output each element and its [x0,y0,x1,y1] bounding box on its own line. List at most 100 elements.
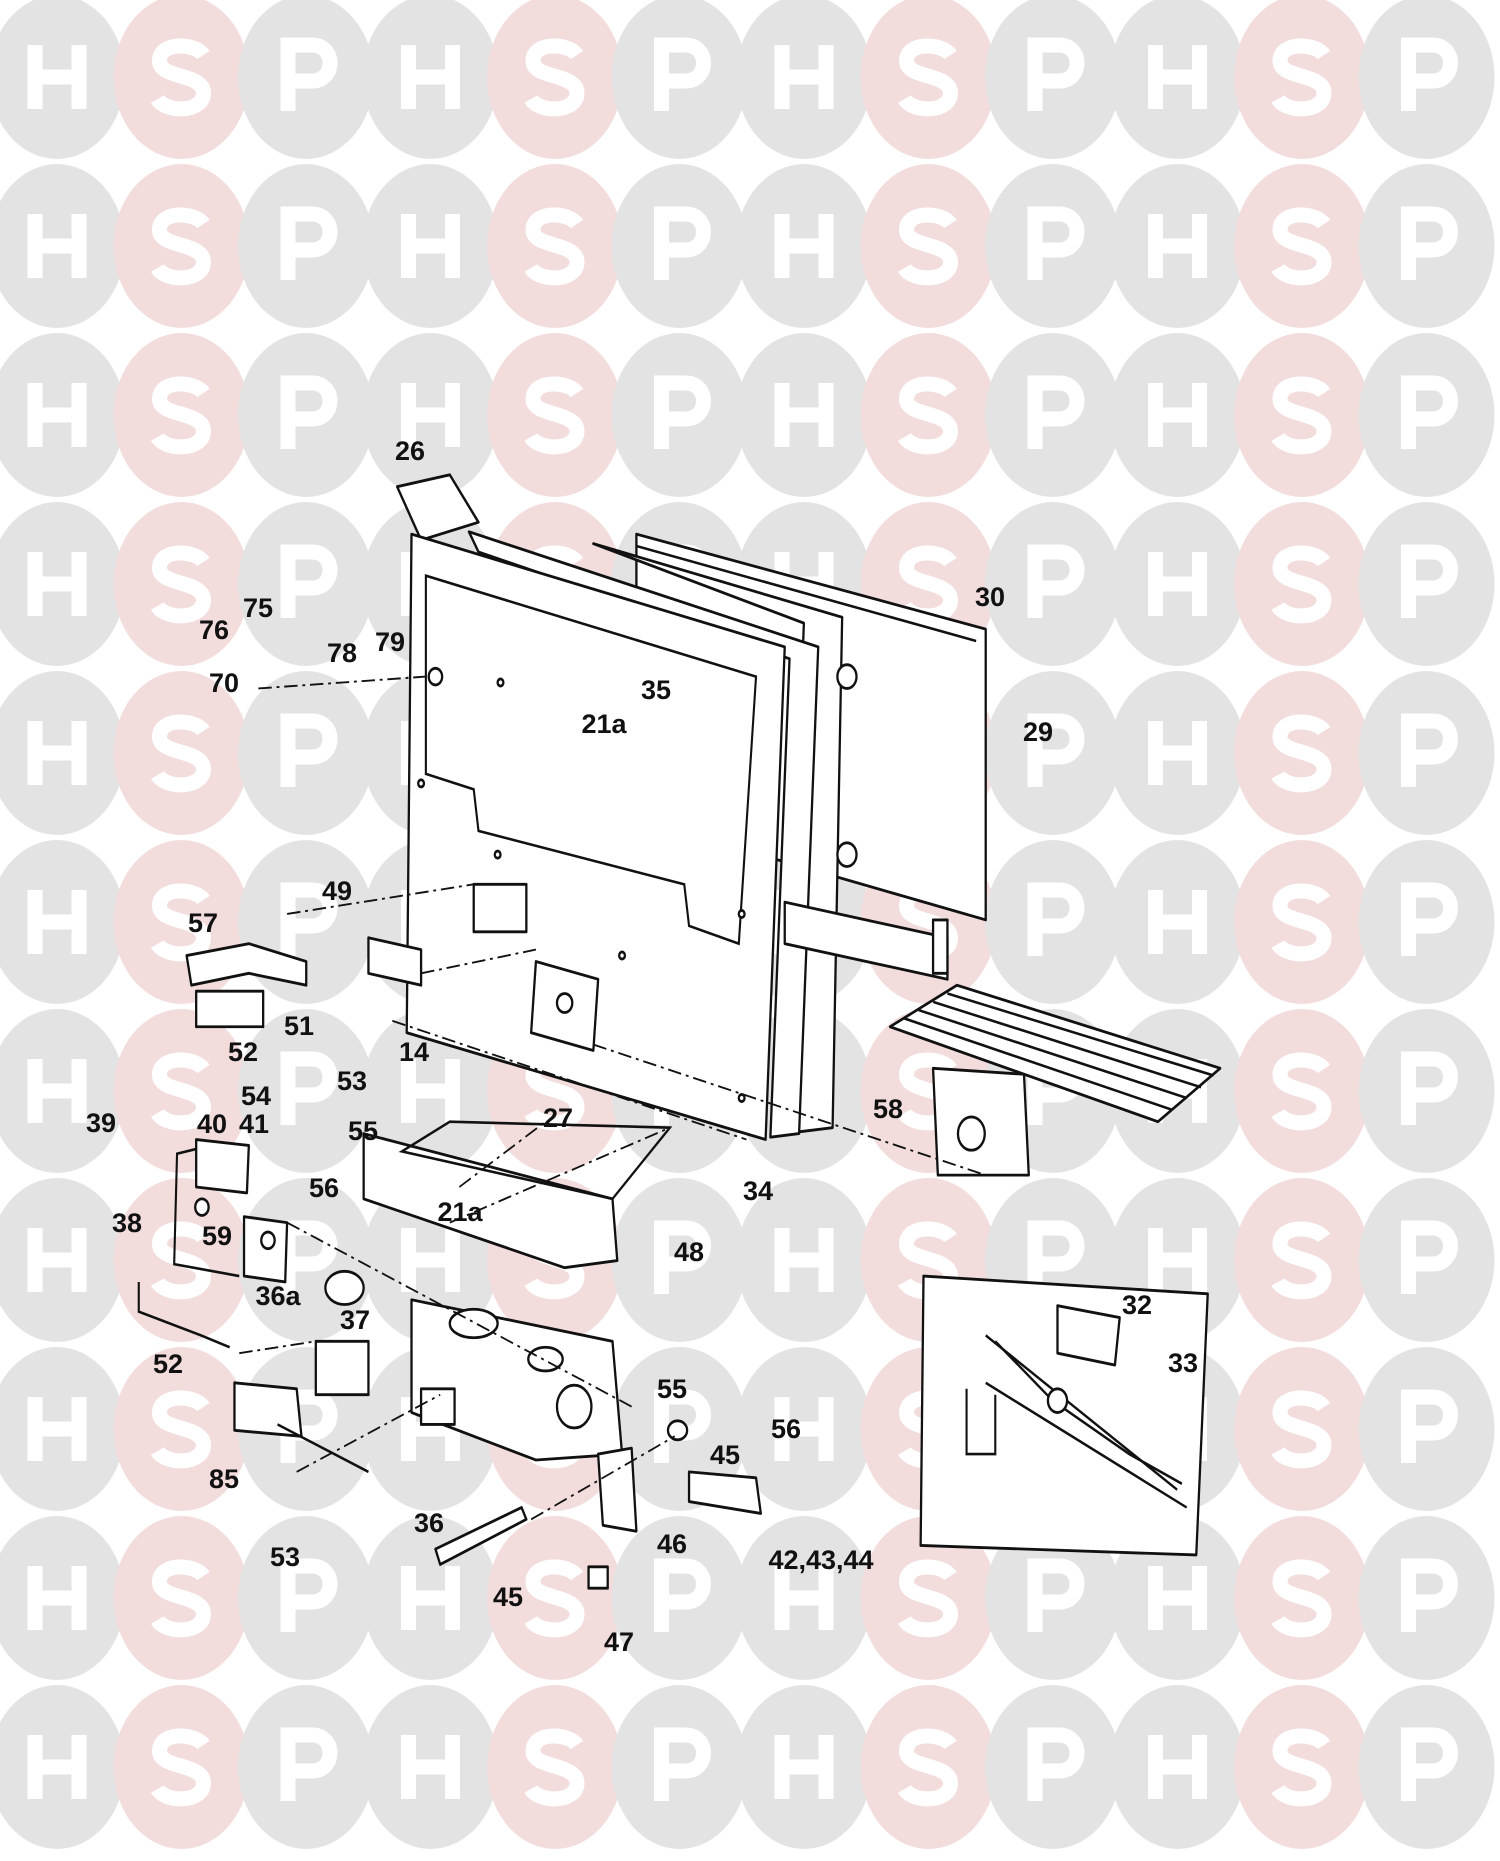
watermark-logo-glyph [1401,1389,1458,1463]
callout-52: 52 [228,1037,258,1067]
callout-53: 53 [337,1066,367,1096]
callout-42-43-44: 42,43,44 [768,1545,873,1575]
fitting-42 [687,1470,762,1515]
watermark-logo-glyph [1148,890,1207,954]
watermark-logo-glyph [401,383,460,447]
watermark-logo-glyph [524,1559,585,1638]
watermark-logo-glyph [401,45,460,109]
watermark-logo-glyph [150,1559,212,1638]
callout-51: 51 [284,1011,314,1041]
watermark-logo-glyph [1027,1220,1085,1294]
watermark-logo-glyph [654,37,711,111]
callout-55: 55 [348,1116,378,1146]
watermark-logo-glyph [280,37,338,111]
watermark-logo-glyph [1271,1052,1332,1131]
watermark-logo-glyph [774,1735,834,1799]
watermark-logo-glyph [1401,375,1458,449]
callout-32: 32 [1122,1290,1152,1320]
watermark-logo-glyph [1401,1051,1458,1125]
watermark-logo-glyph [150,376,212,455]
callout-30: 30 [975,582,1005,612]
watermark-logo-glyph [401,1228,460,1292]
callout-56: 56 [309,1173,339,1203]
watermark-logo-glyph [1401,1727,1458,1801]
watermark-logo-glyph [897,1728,959,1807]
watermark-logo-glyph [1401,882,1458,956]
watermark-logo-glyph [1148,383,1207,447]
callout-59: 59 [202,1221,232,1251]
watermark-logo-glyph [1401,713,1458,787]
callout-40: 40 [197,1109,227,1139]
watermark-logo-glyph [27,1059,87,1123]
callout-78: 78 [327,638,357,668]
watermark-logo-glyph [1148,1228,1207,1292]
watermark-logo-glyph [401,214,460,278]
watermark-logo-glyph [280,1051,338,1125]
part-49 [367,936,423,987]
callout-54: 54 [241,1081,271,1111]
watermark-logo-glyph [1401,1220,1458,1294]
callout-70: 70 [209,668,239,698]
cover-27 [362,1132,619,1270]
panel-gasket-3 [592,542,844,1136]
watermark-logo-glyph [1271,1390,1332,1469]
watermark-logo-glyph [1271,38,1332,117]
bracket-29 [783,900,949,981]
watermark-logo-glyph [524,38,585,117]
callout-38: 38 [112,1208,142,1238]
watermark-logo-glyph [280,1389,338,1463]
frame-38 [173,1144,240,1278]
callout-26: 26 [395,436,425,466]
watermark-logo-glyph [27,552,87,616]
watermark-logo-glyph [1148,1566,1207,1630]
callout-45: 45 [710,1440,740,1470]
callout-21a: 21a [581,709,627,739]
watermark-logo-glyph [774,1397,834,1461]
watermark-logo-glyph [401,1059,460,1123]
callout-75: 75 [243,593,273,623]
watermark-logo-glyph [1027,544,1085,618]
burner-58 [888,983,1222,1177]
part-57 [185,942,308,987]
callout-14: 14 [399,1037,429,1067]
watermark-logo-glyph [27,1228,87,1292]
panel-gasket-2 [467,530,820,1139]
callout-48: 48 [674,1237,704,1267]
watermark-logo-glyph [1271,883,1332,962]
watermark-logo-glyph [150,883,212,962]
watermark-logo-glyph [280,882,338,956]
watermark-logo-glyph [1027,375,1085,449]
watermark-logo-glyph [1148,721,1207,785]
watermark-logo-glyph [401,1735,460,1799]
callout-56: 56 [771,1414,801,1444]
callout-85: 85 [209,1464,239,1494]
callout-labels: 26 30 29 35 21a 76 75 78 79 70 49 57 51 … [86,436,1198,1657]
callout-27: 27 [543,1103,573,1133]
watermark-logo-glyph [1271,376,1332,455]
watermark-logo-glyph [1148,1735,1207,1799]
callout-58: 58 [873,1094,903,1124]
callout-36a: 36a [255,1281,301,1311]
watermark-logo-glyph [774,1566,834,1630]
watermark-logo-glyph [280,1558,338,1632]
o-ring-37 [324,1269,365,1306]
box-85 [233,1381,303,1438]
watermark-logo-glyph [654,375,711,449]
callout-39: 39 [86,1108,116,1138]
watermark-logo-glyph [1027,882,1085,956]
callout-47: 47 [604,1627,634,1657]
watermark-logo-glyph [1401,206,1458,280]
watermark-logo-glyph [654,1558,711,1632]
gas-valve-36 [314,1298,624,1462]
watermark-logo-glyph [27,383,87,447]
watermark-logo-glyph [774,383,834,447]
watermark-logo-glyph [150,207,212,286]
watermark-logo-glyph [1271,545,1332,624]
watermark-logo-glyph [1027,713,1085,787]
watermark-logo-glyph [774,214,834,278]
watermark-logo-glyph [524,376,585,455]
watermark-logo-glyph [27,1397,87,1461]
watermark-logo-glyph [280,1220,338,1294]
callout-53: 53 [270,1542,300,1572]
watermark-logo-glyph [150,714,212,793]
